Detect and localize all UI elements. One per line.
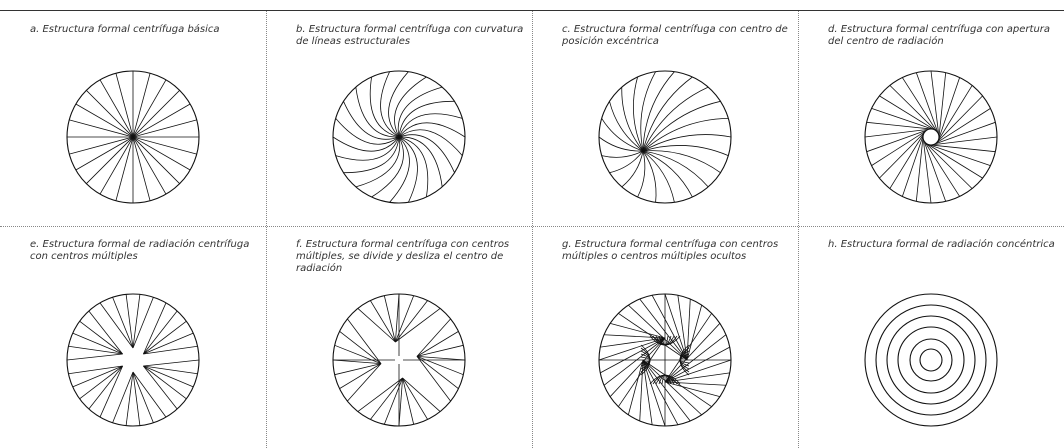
radial-line bbox=[358, 308, 396, 342]
curved-line bbox=[372, 137, 404, 197]
radial-line bbox=[872, 108, 935, 129]
split-slide-radial-figure bbox=[266, 226, 532, 448]
radial-line bbox=[67, 354, 123, 360]
radial-line bbox=[890, 85, 937, 132]
radial-line bbox=[925, 142, 972, 189]
diagram-grid: a. Estructura formal centrífuga básica b… bbox=[0, 11, 1064, 448]
panel-f: f. Estructura formal centrífuga con cent… bbox=[266, 226, 532, 448]
basic-radial-figure bbox=[0, 11, 266, 226]
outer-circle bbox=[599, 71, 731, 203]
curved-line bbox=[394, 77, 426, 137]
radial-line bbox=[335, 364, 381, 375]
curved-line bbox=[336, 137, 399, 160]
radial-line bbox=[347, 364, 381, 402]
curved-line bbox=[643, 135, 731, 151]
radial-line bbox=[73, 333, 123, 354]
concentric-ring bbox=[898, 327, 964, 393]
radial-line bbox=[879, 96, 936, 131]
radial-line bbox=[370, 301, 395, 342]
radial-line bbox=[643, 360, 678, 425]
panel-h: h. Estructura formal de radiación concén… bbox=[798, 226, 1064, 448]
eccentric-radial-figure bbox=[532, 11, 798, 226]
curved-line bbox=[610, 151, 644, 173]
radial-line bbox=[403, 378, 414, 424]
radial-line bbox=[926, 143, 983, 178]
curved-line bbox=[399, 114, 462, 137]
curved-radial-figure bbox=[266, 11, 532, 226]
panel-b: b. Estructura formal centrífuga con curv… bbox=[266, 11, 532, 226]
curved-line bbox=[643, 101, 721, 151]
multi-center-radial-figure bbox=[0, 226, 266, 448]
curved-line bbox=[399, 101, 455, 137]
curved-line bbox=[344, 137, 400, 173]
radial-line bbox=[143, 360, 199, 366]
curved-line bbox=[599, 137, 643, 151]
radial-line bbox=[902, 134, 923, 197]
open-center-radial-figure bbox=[798, 11, 1064, 226]
radial-line bbox=[403, 378, 441, 412]
radial-line bbox=[890, 132, 925, 189]
curved-line bbox=[602, 151, 643, 157]
curved-line bbox=[643, 151, 656, 202]
panel-e: e. Estructura formal de radiación centrí… bbox=[0, 226, 266, 448]
radial-line bbox=[928, 144, 991, 165]
panel-d: d. Estructura formal centrífuga con aper… bbox=[798, 11, 1064, 226]
concentric-ring bbox=[920, 349, 942, 371]
radial-line bbox=[937, 85, 972, 142]
radial-line bbox=[403, 378, 428, 419]
hidden-centers-radial-figure bbox=[532, 226, 798, 448]
curved-line bbox=[399, 137, 428, 197]
concentric-ring bbox=[876, 305, 986, 415]
radial-line bbox=[143, 366, 193, 387]
concentric-rings-figure bbox=[798, 226, 1064, 448]
radial-line bbox=[384, 296, 395, 342]
concentric-ring bbox=[910, 339, 952, 381]
radial-line bbox=[652, 295, 687, 360]
radial-line bbox=[938, 78, 959, 141]
curved-line bbox=[643, 77, 692, 151]
panel-c: c. Estructura formal centrífuga con cent… bbox=[532, 11, 798, 226]
outer-circle bbox=[67, 294, 199, 426]
panel-g: g. Estructura formal centrífuga con cent… bbox=[532, 226, 798, 448]
outer-circle bbox=[865, 294, 997, 426]
curved-line bbox=[643, 87, 708, 151]
radial-line bbox=[936, 96, 983, 143]
radial-line bbox=[340, 364, 381, 389]
radial-line bbox=[665, 347, 730, 382]
radial-line bbox=[417, 345, 463, 356]
radial-line bbox=[879, 131, 926, 178]
open-center bbox=[923, 129, 939, 145]
concentric-ring bbox=[887, 316, 975, 404]
curved-line bbox=[370, 77, 399, 137]
radial-line bbox=[600, 338, 665, 373]
curved-line bbox=[643, 151, 708, 187]
radial-line bbox=[417, 319, 451, 357]
panel-a: a. Estructura formal centrífuga básica bbox=[0, 11, 266, 226]
radial-line bbox=[417, 331, 458, 356]
